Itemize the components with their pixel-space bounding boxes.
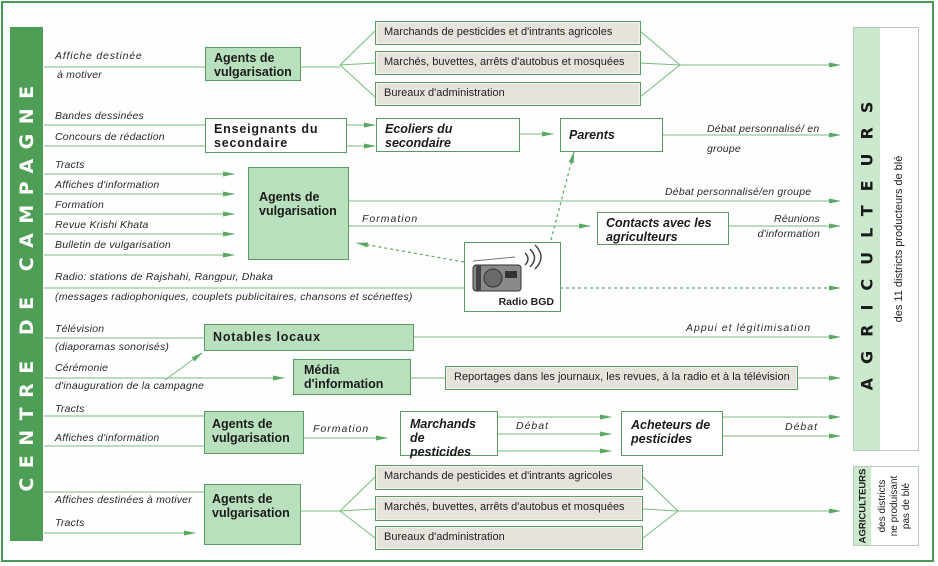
edge-label: Débat personnalisé/en groupe (665, 186, 812, 198)
input-label: Cérémonie (55, 362, 109, 374)
input-label: Affiche destinée (55, 50, 143, 62)
edge-label: Formation (362, 213, 419, 225)
actor-agents-vulgarisation: Agents de vulgarisation (248, 167, 349, 260)
input-label: Formation (55, 199, 105, 211)
channel-box: Marchés, buvettes, arrêts d'autobus et m… (375, 51, 641, 75)
input-label: Affiches d'information (55, 179, 160, 191)
radio-label: Radio BGD (498, 296, 554, 308)
input-label: (messages radiophoniques, couplets publi… (55, 291, 413, 303)
secondary-students: Ecoliers du secondaire (376, 118, 520, 152)
channel-box: Bureaux d'administration (375, 526, 643, 550)
sidebar-title: CENTRE DE CAMPAGNE (15, 76, 38, 492)
input-label: Tracts (55, 403, 85, 415)
channel-box: Bureaux d'administration (375, 82, 641, 106)
input-label: à motiver (57, 69, 102, 81)
target2-title: AGRICULTEURS (857, 468, 868, 544)
input-label: Tracts (55, 517, 85, 529)
actor-agents-vulgarisation: Agents de vulgarisation (205, 47, 301, 81)
input-label: Affiches destinées à motiver (55, 494, 192, 506)
edge-label: Formation (313, 423, 370, 435)
farmer-contacts: Contacts avec les agriculteurs (597, 212, 729, 245)
actor-media: Média d'information (293, 359, 411, 395)
pesticide-merchants: Marchands de pesticides (400, 411, 498, 459)
actor-secondary-teachers: Enseignants du secondaire (205, 118, 347, 153)
actor-agents-vulgarisation: Agents de vulgarisation (204, 484, 301, 545)
target-farmers-non-wheat: AGRICULTEURS des districts ne produisant… (853, 466, 919, 546)
input-label: Tracts (55, 159, 85, 171)
edge-label: Réunions d'information (757, 213, 820, 240)
parents: Parents (560, 118, 663, 152)
target-farmers-wheat: AGRICULTEURS des 11 districts producteur… (853, 27, 919, 451)
target-title: AGRICULTEURS (857, 87, 877, 391)
input-label: Bandes dessinées (55, 110, 145, 122)
radio-bgd: Radio BGD (464, 242, 561, 312)
pesticide-buyers: Acheteurs de pesticides (621, 411, 723, 456)
input-label: Radio: stations de Rajshahi, Rangpur, Dh… (55, 271, 274, 283)
input-label: Concours de rédaction (55, 131, 165, 143)
edge-label: Appui et légitimisation (686, 322, 812, 334)
edge-label: Débat (516, 420, 550, 432)
actor-local-notables: Notables locaux (204, 324, 414, 351)
edge-label: Débat personnalisé/ en groupe (707, 123, 820, 155)
actor-agents-vulgarisation: Agents de vulgarisation (204, 411, 304, 454)
channel-box: Marchands de pesticides et d'intrants ag… (375, 465, 643, 490)
input-label: Télévision (55, 323, 105, 335)
channel-box: Reportages dans les journaux, les revues… (445, 366, 798, 390)
edge-label: Débat (785, 421, 819, 433)
target2-subtitle: des districts ne produisant pas de blé (876, 475, 912, 537)
input-label: Affiches d'information (55, 432, 160, 444)
channel-box: Marchés, buvettes, arrêts d'autobus et m… (375, 496, 643, 521)
radio-icon (472, 244, 542, 292)
input-label: d'inauguration de la campagne (55, 380, 205, 392)
input-label: Bulletin de vulgarisation (55, 239, 171, 251)
input-label: Revue Krishi Khata (55, 219, 149, 231)
input-label: (diaporamas sonorisés) (55, 341, 170, 353)
campaign-center-sidebar: CENTRE DE CAMPAGNE (10, 27, 43, 541)
channel-box: Marchands de pesticides et d'intrants ag… (375, 21, 641, 45)
target-subtitle: des 11 districts producteurs de blé (893, 155, 905, 323)
